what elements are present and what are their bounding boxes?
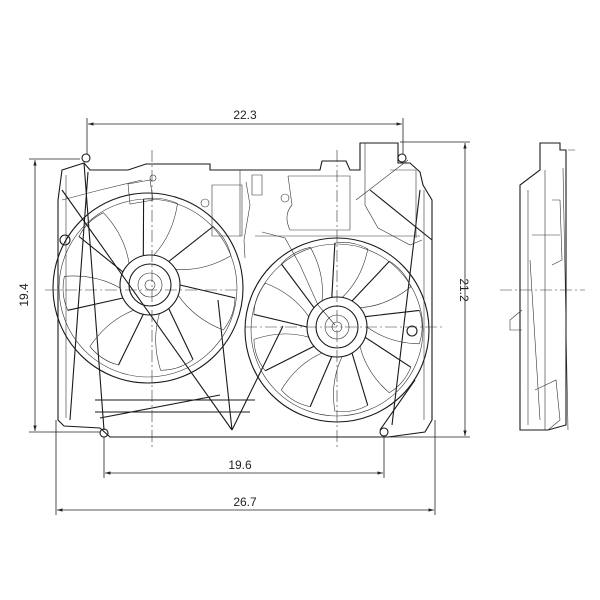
- left-fan-motor: [119, 254, 181, 316]
- dimension-label-top-width: 22.3: [233, 108, 257, 122]
- fan-blade: [177, 284, 236, 331]
- side-view: [509, 142, 575, 431]
- fan-blade: [280, 352, 333, 407]
- dimension-label-overall-width: 26.7: [233, 495, 257, 509]
- fan-strut: [364, 336, 412, 368]
- fan-blade: [155, 308, 194, 371]
- fan-strut: [309, 356, 333, 407]
- shroud-outline: [57, 142, 433, 438]
- fan-blade: [351, 260, 412, 308]
- fan-blade: [331, 242, 369, 298]
- dimension-label-mount-span: 19.6: [228, 458, 252, 472]
- fan-strut: [118, 313, 144, 366]
- fan-blade: [359, 337, 412, 394]
- fan-blade: [365, 310, 423, 345]
- dimension-label-left-height: 19.4: [17, 283, 31, 307]
- fan-blade: [143, 197, 178, 256]
- fan-blade: [89, 309, 144, 366]
- fan-strut: [168, 226, 214, 262]
- dimension-label-right-height: 21.2: [457, 278, 471, 302]
- dimension-26-7: 26.7: [55, 420, 436, 515]
- fan-strut: [168, 308, 194, 360]
- front-view: [45, 142, 585, 450]
- centerlines: [45, 150, 585, 450]
- dimension-19-4: 19.4: [17, 158, 100, 433]
- mount-holes: [59, 153, 418, 438]
- left-fan-shroud: [52, 192, 244, 384]
- fan-strut: [78, 236, 124, 273]
- fan-strut: [365, 309, 420, 318]
- fan-blade: [62, 275, 124, 311]
- fan-strut: [67, 297, 124, 311]
- fan-strut: [179, 284, 236, 299]
- fan-blades: [62, 197, 423, 412]
- fan-blade: [253, 333, 315, 372]
- fan-strut: [265, 345, 315, 372]
- fan-blade: [333, 352, 369, 412]
- fan-blade: [281, 246, 323, 308]
- fan-strut: [351, 352, 369, 406]
- dimension-19-6: 19.6: [103, 436, 385, 478]
- fan-strut: [253, 313, 308, 328]
- fan-strut: [331, 242, 336, 298]
- dimension-22-3: 22.3: [86, 108, 404, 154]
- fan-blade: [253, 282, 310, 328]
- wire-harness: [127, 143, 423, 326]
- dimension-21-2: 21.2: [390, 141, 471, 438]
- fan-blade: [78, 212, 130, 273]
- frame-braces: [61, 162, 433, 431]
- fan-strut: [351, 260, 390, 302]
- fan-blade: [168, 226, 232, 270]
- fan-strut: [280, 263, 315, 309]
